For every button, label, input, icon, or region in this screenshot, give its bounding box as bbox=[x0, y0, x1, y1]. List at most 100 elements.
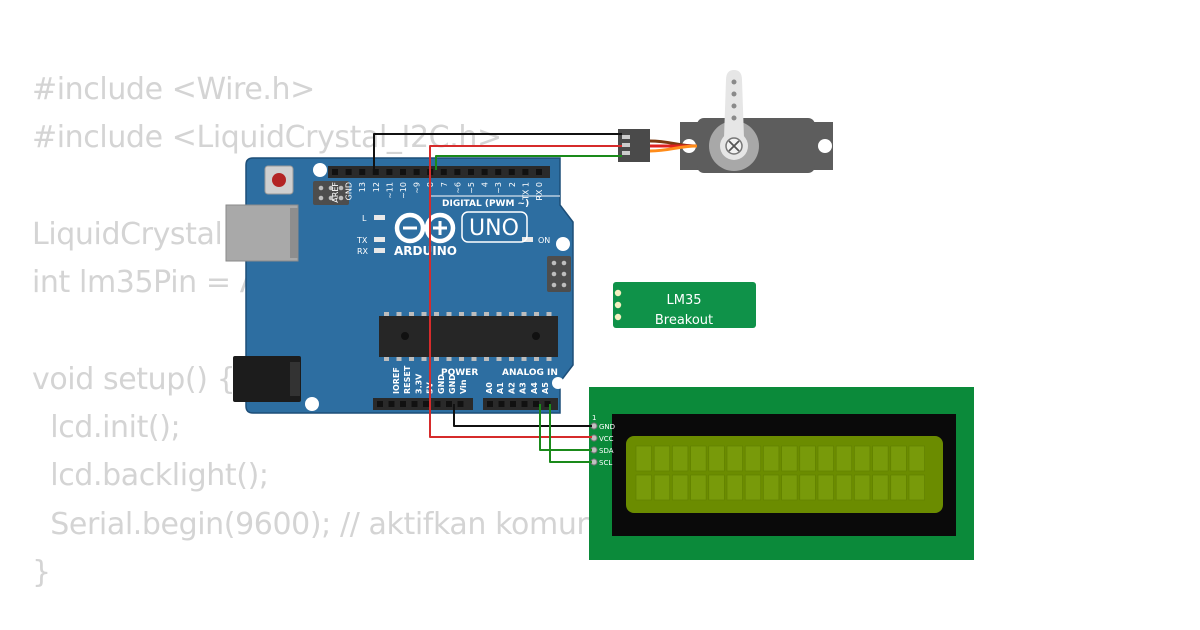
lcd-character-cell bbox=[890, 474, 907, 501]
header-socket[interactable] bbox=[498, 401, 505, 407]
chip-leg bbox=[434, 357, 439, 361]
lcd-pin-label: VCC bbox=[599, 435, 614, 443]
lcd-character-cell bbox=[672, 474, 689, 501]
lcd-character-cell bbox=[781, 474, 798, 501]
brand-label: ARDUINO bbox=[394, 244, 457, 258]
led-on bbox=[522, 237, 533, 242]
chip-leg bbox=[521, 312, 527, 316]
header-socket[interactable] bbox=[481, 169, 488, 175]
code-line: #include <LiquidCrystal_I2C.h> bbox=[32, 120, 502, 156]
lcd-character-cell bbox=[653, 445, 671, 472]
digital-header bbox=[328, 166, 550, 178]
header-socket[interactable] bbox=[457, 401, 464, 407]
header-socket[interactable] bbox=[446, 401, 452, 407]
code-line: int lm35Pin = A bbox=[32, 265, 260, 301]
code-line: lcd.backlight(); bbox=[32, 458, 269, 494]
lcd-character-cell bbox=[835, 474, 853, 501]
power-label: POWER bbox=[441, 368, 478, 378]
lcd-character-cell bbox=[726, 474, 743, 501]
led-l bbox=[374, 215, 385, 220]
header-socket[interactable] bbox=[468, 169, 474, 175]
digital-pin-label: AREF bbox=[331, 182, 340, 203]
header-socket[interactable] bbox=[400, 169, 406, 175]
arduino-logo-icon bbox=[394, 212, 456, 244]
lm35-subtitle: Breakout bbox=[655, 313, 713, 328]
header-socket[interactable] bbox=[533, 401, 539, 407]
header-socket[interactable] bbox=[377, 401, 383, 407]
header-socket[interactable] bbox=[434, 401, 441, 407]
header-socket[interactable] bbox=[372, 169, 379, 175]
header-socket[interactable] bbox=[440, 169, 447, 175]
analog-pin-label: A1 bbox=[496, 382, 505, 394]
chip-leg bbox=[471, 357, 477, 361]
header-socket[interactable] bbox=[487, 401, 493, 407]
header-socket[interactable] bbox=[413, 169, 420, 175]
chip-notch bbox=[532, 332, 540, 340]
lcd-character-cell bbox=[890, 445, 907, 472]
lm35-breakout[interactable]: LM35 Breakout bbox=[613, 282, 756, 328]
digital-pin-label: 4 bbox=[481, 182, 490, 187]
analog-pin-label: A5 bbox=[541, 382, 550, 394]
header-socket[interactable] bbox=[510, 401, 516, 407]
chip-leg bbox=[396, 357, 402, 361]
mounting-hole bbox=[556, 237, 570, 251]
digital-pwm-label: DIGITAL (PWM ~) bbox=[442, 199, 529, 209]
servo-motor[interactable] bbox=[618, 70, 833, 173]
bottom-header-pins bbox=[377, 401, 551, 407]
header-socket[interactable] bbox=[345, 169, 352, 175]
header-socket[interactable] bbox=[522, 169, 529, 175]
chip-legs bbox=[384, 312, 552, 361]
header-socket[interactable] bbox=[536, 169, 542, 175]
reset-button-cap[interactable] bbox=[272, 173, 286, 187]
header-socket[interactable] bbox=[411, 401, 418, 407]
lcd-pin-label: SCL bbox=[599, 459, 612, 467]
code-line: void setup() { bbox=[32, 361, 236, 397]
analog-pin-label: A2 bbox=[507, 382, 516, 394]
chip-leg bbox=[459, 357, 464, 361]
chip-leg bbox=[534, 312, 539, 316]
lcd-character-cell bbox=[763, 474, 780, 501]
header-socket[interactable] bbox=[386, 169, 393, 175]
code-line: Serial.begin(9600); // aktifkan komun bbox=[32, 506, 596, 542]
header-socket[interactable] bbox=[423, 401, 429, 407]
code-line: LiquidCrystal bbox=[32, 216, 223, 252]
wires bbox=[373, 133, 622, 463]
lcd-character-cell bbox=[763, 445, 780, 472]
lm35-pin bbox=[614, 289, 622, 297]
usb-port-edge bbox=[290, 208, 298, 258]
header-socket[interactable] bbox=[400, 401, 406, 407]
wire-lcd-gnd bbox=[453, 404, 592, 427]
header-socket[interactable] bbox=[332, 169, 338, 175]
analog-pin-label: A0 bbox=[485, 382, 494, 394]
code-line: } bbox=[32, 554, 51, 590]
header-socket[interactable] bbox=[521, 401, 528, 407]
header-socket[interactable] bbox=[544, 401, 551, 407]
digital-pin-label: ~3 bbox=[494, 182, 503, 194]
lcd-character-cell bbox=[690, 474, 707, 501]
header-socket[interactable] bbox=[495, 169, 502, 175]
lcd-character-cell bbox=[854, 474, 871, 501]
lcd-character-cell bbox=[872, 474, 889, 501]
servo-mount-hole bbox=[818, 139, 832, 153]
lcd-character-cell bbox=[908, 474, 925, 501]
chip-leg bbox=[521, 357, 527, 361]
header-socket[interactable] bbox=[359, 169, 366, 175]
lcd-character-cell bbox=[726, 445, 743, 472]
header-socket[interactable] bbox=[388, 401, 395, 407]
power-pin-label: RESET bbox=[403, 365, 412, 394]
lcd-pin-one-marker: 1 bbox=[592, 414, 596, 422]
power-pin-label: IOREF bbox=[392, 367, 401, 394]
header-socket[interactable] bbox=[454, 169, 461, 175]
wire-lcd-sda bbox=[539, 404, 592, 451]
analog-in-label: ANALOG IN bbox=[502, 368, 558, 378]
lcd-character-cell bbox=[744, 474, 762, 501]
header-socket[interactable] bbox=[508, 169, 515, 175]
code-line: #include <Wire.h> bbox=[32, 72, 315, 107]
wire-servo-signal bbox=[435, 155, 622, 170]
lcd-character-cell bbox=[744, 445, 762, 472]
uno-badge bbox=[461, 211, 528, 243]
led-l-label: L bbox=[362, 214, 367, 223]
